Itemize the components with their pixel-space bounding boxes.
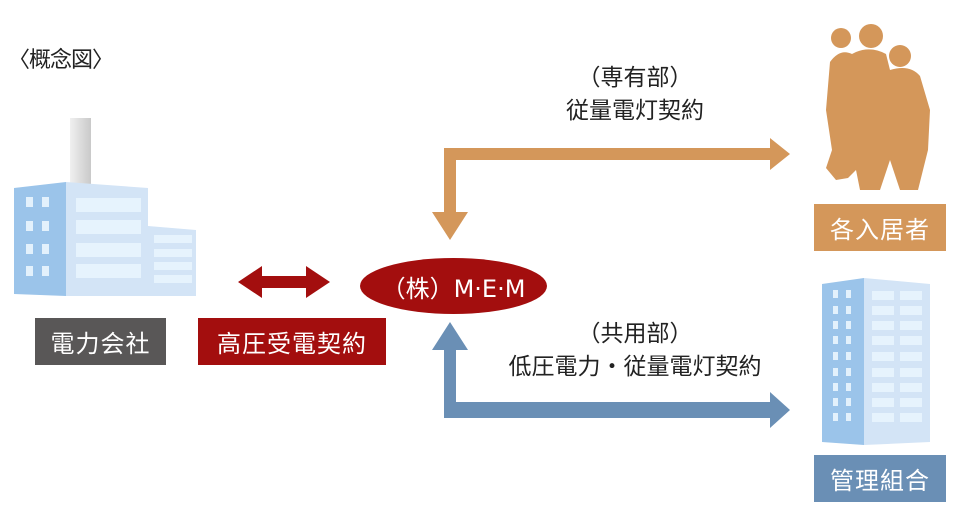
- private-area-caption-line2: 従量電灯契約: [566, 98, 704, 124]
- common-area-caption: （共用部） 低圧電力・従量電灯契約: [470, 318, 800, 384]
- mem-company-node: （株）M·E·M: [360, 258, 547, 314]
- power-company-label: 電力会社: [35, 318, 166, 365]
- factory-icon: [14, 118, 196, 296]
- bidirectional-arrow-icon: [238, 266, 330, 298]
- private-area-caption: （専有部） 従量電灯契約: [520, 62, 750, 128]
- diagram-title: 〈概念図〉: [8, 48, 114, 73]
- residents-label: 各入居者: [814, 204, 946, 251]
- family-silhouette-icon: [826, 24, 930, 190]
- common-area-arrow: [432, 322, 790, 428]
- apartment-building-icon: [822, 278, 930, 445]
- private-area-caption-line1: （専有部）: [577, 65, 693, 91]
- common-area-caption-line2: 低圧電力・従量電灯契約: [508, 354, 762, 380]
- management-association-label: 管理組合: [814, 455, 946, 502]
- high-voltage-contract-label: 高圧受電契約: [198, 318, 386, 365]
- private-area-arrow: [432, 138, 790, 240]
- common-area-caption-line1: （共用部）: [577, 321, 693, 347]
